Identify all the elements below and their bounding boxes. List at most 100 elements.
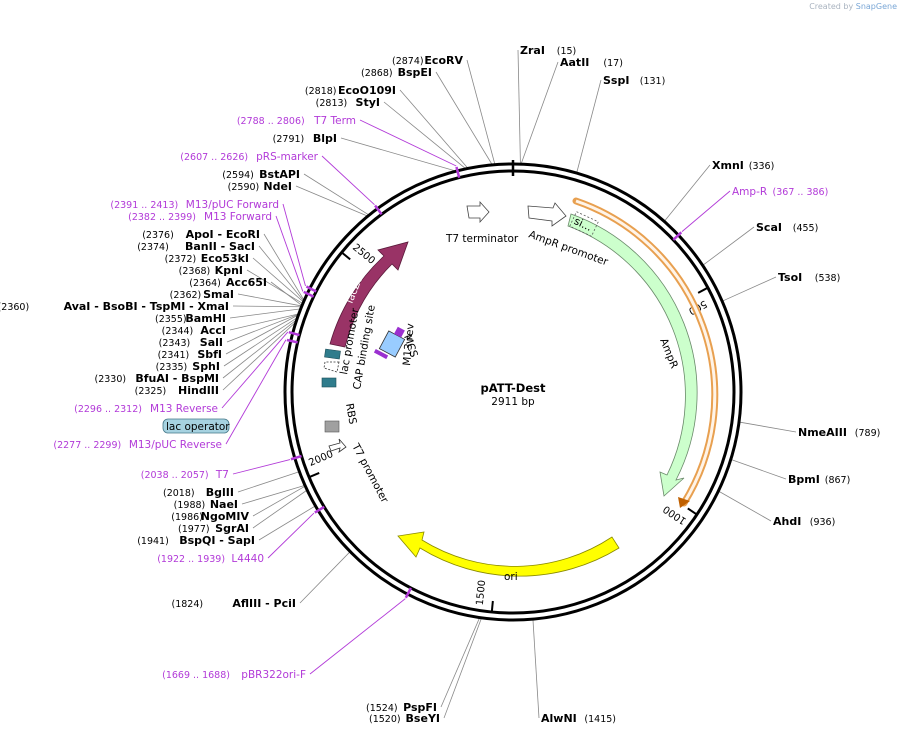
enzyme-leader [229,313,298,331]
primer-leader [282,203,306,287]
enzyme-name[interactable]: StyI [356,96,380,109]
enzyme-leader [252,257,304,302]
enzyme-name[interactable]: ZraI [520,44,545,57]
enzyme-position: (2818) [305,86,337,97]
primer-name[interactable]: M13 Reverse [150,403,218,415]
enzyme-position: (1986) [171,512,203,523]
enzyme-position: (2364) [189,278,221,289]
primer-leader [225,339,287,445]
primer-name[interactable]: pBR322ori-F [241,669,306,681]
lacza-arrow[interactable] [329,241,409,348]
primer-name[interactable]: M13/pUC Reverse [129,439,222,451]
enzyme-name[interactable]: EcoO109I [338,84,396,97]
enzyme-name[interactable]: ApoI - EcoRI [186,228,260,241]
enzyme-name[interactable]: BamHI [185,312,226,325]
enzyme-name[interactable]: Eco53kI [201,252,249,265]
enzyme-leader [229,308,300,319]
primer-leader [681,190,731,232]
primer-mark [374,204,383,216]
enzyme-name[interactable]: SphI [192,360,220,373]
enzyme-labels: ZraI(15)AatII(17)SspI(131)XmnI(336)ScaI(… [0,44,880,725]
enzyme-leader [225,315,298,355]
enzyme-name[interactable]: BpmI [788,473,820,486]
enzyme-name[interactable]: BstAPI [259,168,300,181]
enzyme-position: (2868) [361,68,393,79]
enzyme-leader [246,269,303,304]
enzyme-position: (2374) [137,242,169,253]
ruler-tick [697,286,709,294]
enzyme-name[interactable]: AccI [200,324,226,337]
enzyme-name[interactable]: BglII [206,486,234,499]
enzyme-name[interactable]: AlwNI [541,712,577,725]
enzyme-name[interactable]: AhdI [773,515,801,528]
primer-leader [221,331,289,409]
enzyme-position: (1988) [174,500,206,511]
primer-mark [288,331,300,337]
primer-labels: Amp-R(367 .. 386)pBR322ori-F(1669 .. 168… [53,115,828,681]
enzyme-leader [739,421,797,433]
enzyme-name[interactable]: BspQI - SapI [179,534,255,547]
primer-range: (367 .. 386) [773,187,829,198]
primer-leader [267,512,315,559]
enzyme-name[interactable]: SmaI [203,288,234,301]
enzyme-leader [466,59,496,164]
primer-name[interactable]: L4440 [231,553,264,565]
primer-name[interactable]: M13/pUC Forward [186,199,279,211]
enzyme-name[interactable]: BlpI [313,132,337,145]
ori-arrow[interactable] [397,531,620,577]
enzyme-name[interactable]: NdeI [263,180,292,193]
enzyme-leader [263,233,304,300]
primer-name[interactable]: pRS-marker [256,151,319,163]
enzyme-name[interactable]: ScaI [756,221,782,234]
enzyme-name[interactable]: PspFI [403,701,437,714]
primer-range: (2788 .. 2806) [237,116,305,127]
enzyme-leader [435,71,493,165]
enzyme-name[interactable]: XmnI [712,159,744,172]
ampr-arrow[interactable] [567,213,698,497]
ori-label: ori [504,571,518,583]
primer-name[interactable]: M13 Forward [204,211,272,223]
primer-name[interactable]: T7 [215,469,229,481]
enzyme-position: (2360) [0,302,29,313]
lac-operator-badge[interactable] [162,418,230,434]
enzyme-name[interactable]: AvaI - BsoBI - TspMI - XmaI [64,300,229,313]
rbs-box [321,377,337,388]
enzyme-name[interactable]: SgrAI [215,522,249,535]
t7-terminator-label: T7 terminator [445,233,519,245]
enzyme-name[interactable]: Acc65I [226,276,267,289]
enzyme-name[interactable]: BspEI [398,66,432,79]
enzyme-name[interactable]: TsoI [778,271,802,284]
primer-mark [286,338,298,344]
plasmid-name: pATT-Dest [481,381,546,395]
enzyme-name[interactable]: KpnI [215,264,243,277]
enzyme-position: (2325) [135,386,167,397]
primer-name[interactable]: Amp-R [732,186,767,198]
primer-name[interactable]: T7 Term [313,115,356,127]
enzyme-name[interactable]: SalI [200,336,223,349]
enzyme-name[interactable]: HindIII [178,384,219,397]
enzyme-position: (2344) [162,326,194,337]
enzyme-position: (2874) [392,56,424,67]
enzyme-name[interactable]: NaeI [210,498,238,511]
enzyme-position: (2343) [159,338,191,349]
snapgene-credit: Created by SnapGene [809,2,897,11]
enzyme-leader [521,61,559,164]
enzyme-name[interactable]: BfuAI - BspMI [135,372,219,385]
enzyme-name[interactable]: AflIII - PciI [232,597,296,610]
enzyme-leader [232,305,301,308]
enzyme-name[interactable]: NgoMIV [201,510,250,523]
enzyme-name[interactable]: AatII [560,56,589,69]
enzyme-name[interactable]: BseYI [406,712,440,725]
enzyme-name[interactable]: SspI [603,74,629,87]
enzyme-name[interactable]: BanII - SacI [185,240,255,253]
ruler-tick [490,600,494,613]
enzyme-name[interactable]: NmeAIII [798,426,847,439]
ruler-tick-label: 1500 [475,579,488,605]
enzyme-name[interactable]: SbfI [197,348,222,361]
enzyme-position: (1941) [137,536,169,547]
mcs-box[interactable] [373,322,409,362]
enzyme-name[interactable]: EcoRV [424,54,463,67]
t7-terminator-arrow [466,200,490,224]
enzyme-position: (2335) [156,362,188,373]
primer-range: (2296 .. 2312) [74,404,142,415]
